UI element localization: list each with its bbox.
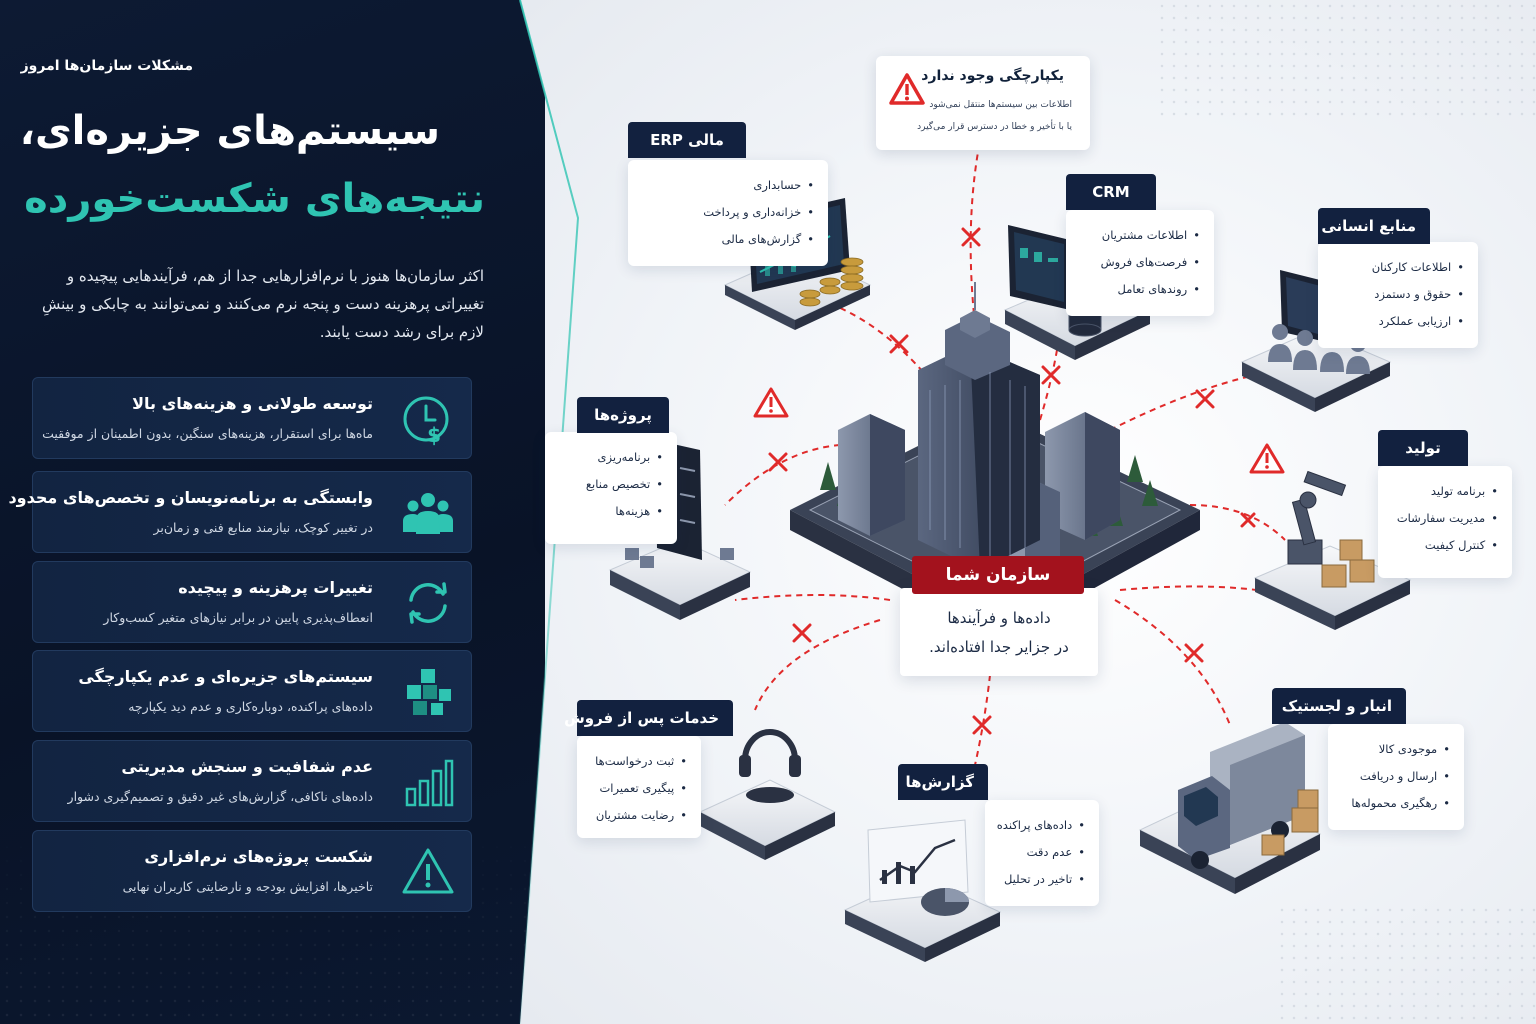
center-card: داده‌ها و فرآیندها در جزایر جدا افتاده‌ا… bbox=[900, 588, 1098, 676]
production-item: برنامه تولید bbox=[1388, 478, 1498, 505]
projects-label: پروژه‌ها bbox=[577, 397, 669, 433]
warehouse-item: ارسال و دریافت bbox=[1338, 763, 1450, 790]
alert-line: اطلاعات بین سیستم‌ها منتقل نمی‌شود bbox=[929, 100, 1072, 110]
hr-card: اطلاعات کارکنان حقوق و دستمزد ارزیابی عم… bbox=[1318, 242, 1478, 348]
puzzle-icon bbox=[407, 669, 451, 715]
hr-item: اطلاعات کارکنان bbox=[1328, 254, 1464, 281]
broken-link-mark bbox=[768, 452, 788, 472]
warning-icon bbox=[753, 387, 789, 418]
service-item: ثبت درخواست‌ها bbox=[587, 748, 687, 775]
problem-card-no-transparency: عدم شفافیت و سنجش مدیریتی داده‌های ناکاف… bbox=[32, 740, 472, 822]
crm-card: اطلاعات مشتریان فرصت‌های فروش روندهای تع… bbox=[1066, 210, 1214, 316]
erp-item: خزانه‌داری و پرداخت bbox=[638, 199, 814, 226]
production-label: تولید bbox=[1378, 430, 1468, 466]
warning-icon bbox=[1249, 443, 1285, 474]
problem-desc: تاخیرها، افزایش بودجه و نارضایتی کاربران… bbox=[122, 879, 373, 894]
erp-item: حسابداری bbox=[638, 172, 814, 199]
erp-item: گزارش‌های مالی bbox=[638, 226, 814, 253]
broken-link-mark bbox=[1041, 365, 1061, 385]
warning-icon bbox=[889, 73, 925, 105]
integration-alert-card: یکپارچگی وجود ندارد اطلاعات بین سیستم‌ها… bbox=[876, 56, 1090, 150]
problem-card-project-failure: شکست پروژه‌های نرم‌افزاری تاخیرها، افزای… bbox=[32, 830, 472, 912]
page-title-line2: نتیجه‌های شکست‌خورده bbox=[24, 176, 485, 222]
broken-link-mark bbox=[889, 334, 909, 354]
reports-item: داده‌های پراکنده bbox=[995, 812, 1085, 839]
projects-item: هزینه‌ها bbox=[555, 498, 663, 525]
projects-item: برنامه‌ریزی bbox=[555, 444, 663, 471]
problem-card-costly-changes: تغییرات پرهزینه و پیچیده انعطاف‌پذیری پا… bbox=[32, 561, 472, 643]
left-panel: مشکلات سازمان‌ها امروز سیستم‌های جزیره‌ا… bbox=[0, 0, 545, 1024]
broken-link-mark bbox=[1240, 512, 1256, 528]
broken-link-mark bbox=[972, 715, 992, 735]
refresh-icon bbox=[409, 582, 447, 624]
problem-card-developer-dependency: وابستگی به برنامه‌نویسان و تخصص‌های محدو… bbox=[8, 471, 472, 553]
hr-label: منابع انسانی bbox=[1318, 208, 1430, 244]
warehouse-item: رهگیری محموله‌ها bbox=[1338, 790, 1450, 817]
center-label: سازمان شما bbox=[912, 556, 1084, 594]
left-panel-eyebrow: مشکلات سازمان‌ها امروز bbox=[20, 58, 193, 74]
problem-title: تغییرات پرهزینه و پیچیده bbox=[178, 578, 373, 597]
warehouse-platform bbox=[1138, 722, 1322, 894]
problem-title: عدم شفافیت و سنجش مدیریتی bbox=[121, 757, 373, 776]
team-icon bbox=[403, 493, 453, 534]
decor-dots bbox=[1156, 0, 1536, 120]
broken-link-mark bbox=[1184, 643, 1204, 663]
reports-item: تاخیر در تحلیل bbox=[995, 866, 1085, 893]
hr-item: حقوق و دستمزد bbox=[1328, 281, 1464, 308]
service-item: رضایت مشتریان bbox=[587, 802, 687, 829]
page-title-line1: سیستم‌های جزیره‌ای، bbox=[19, 108, 440, 154]
reports-label: گزارش‌ها bbox=[898, 764, 988, 800]
service-item: پیگیری تعمیرات bbox=[587, 775, 687, 802]
alert-title: یکپارچگی وجود ندارد bbox=[921, 68, 1064, 84]
erp-card: حسابداری خزانه‌داری و پرداخت گزارش‌های م… bbox=[628, 160, 828, 266]
hr-item: ارزیابی عملکرد bbox=[1328, 308, 1464, 335]
svg-text:$: $ bbox=[427, 423, 441, 446]
problem-card-siloed-systems: سیستم‌های جزیره‌ای و عدم یکپارچگی داده‌ه… bbox=[32, 650, 472, 732]
warehouse-item: موجودی کالا bbox=[1338, 736, 1450, 763]
alert-line: یا با تأخیر و خطا در دسترس قرار می‌گیرد bbox=[917, 122, 1072, 132]
intro-paragraph: اکثر سازمان‌ها هنوز با نرم‌افزارهایی جدا… bbox=[41, 267, 484, 341]
center-line: در جزایر جدا افتاده‌اند. bbox=[929, 638, 1069, 656]
broken-link-mark bbox=[1195, 389, 1215, 409]
bar-chart-icon bbox=[405, 759, 454, 807]
erp-label: مالی ERP bbox=[628, 122, 746, 158]
crm-item: روندهای تعامل bbox=[1076, 276, 1200, 303]
problem-desc: داده‌های ناکافی، گزارش‌های غیر دقیق و تص… bbox=[67, 789, 373, 804]
production-item: مدیریت سفارشات bbox=[1388, 505, 1498, 532]
problem-title: وابستگی به برنامه‌نویسان و تخصص‌های محدو… bbox=[8, 488, 373, 507]
projects-item: تخصیص منابع bbox=[555, 471, 663, 498]
service-card: ثبت درخواست‌ها پیگیری تعمیرات رضایت مشتر… bbox=[577, 736, 701, 838]
reports-platform bbox=[843, 819, 1002, 962]
warning-icon bbox=[402, 848, 454, 894]
service-label: خدمات پس از فروش bbox=[564, 700, 733, 736]
crm-item: اطلاعات مشتریان bbox=[1076, 222, 1200, 249]
center-line: داده‌ها و فرآیندها bbox=[947, 609, 1051, 627]
clock-dollar-icon: $ bbox=[403, 396, 449, 446]
warehouse-card: موجودی کالا ارسال و دریافت رهگیری محموله… bbox=[1328, 724, 1464, 830]
broken-link-mark bbox=[961, 227, 981, 247]
crm-item: فرصت‌های فروش bbox=[1076, 249, 1200, 276]
problem-title: سیستم‌های جزیره‌ای و عدم یکپارچگی bbox=[78, 667, 373, 686]
projects-card: برنامه‌ریزی تخصیص منابع هزینه‌ها bbox=[545, 432, 677, 544]
decor-dots bbox=[1276, 904, 1536, 1024]
problem-desc: در تغییر کوچک، نیازمند منابع فنی و زمان‌… bbox=[153, 520, 373, 535]
problem-title: شکست پروژه‌های نرم‌افزاری bbox=[144, 847, 373, 866]
problem-desc: داده‌های پراکنده، دوباره‌کاری و عدم دید … bbox=[128, 699, 373, 714]
broken-link-mark bbox=[792, 623, 812, 643]
problem-card-long-development: توسعه طولانی و هزینه‌های بالا ماه‌ها برا… bbox=[32, 377, 472, 459]
problem-desc: ماه‌ها برای استقرار، هزینه‌های سنگین، بد… bbox=[42, 426, 373, 441]
production-item: کنترل کیفیت bbox=[1388, 532, 1498, 559]
reports-card: داده‌های پراکنده عدم دقت تاخیر در تحلیل bbox=[985, 800, 1099, 906]
warehouse-label: انبار و لجستیک bbox=[1272, 688, 1406, 724]
reports-item: عدم دقت bbox=[995, 839, 1085, 866]
production-card: برنامه تولید مدیریت سفارشات کنترل کیفیت bbox=[1378, 466, 1512, 578]
service-platform bbox=[698, 729, 837, 860]
problem-desc: انعطاف‌پذیری پایین در برابر نیازهای متغی… bbox=[103, 610, 373, 625]
crm-label: CRM bbox=[1066, 174, 1156, 210]
problem-title: توسعه طولانی و هزینه‌های بالا bbox=[132, 394, 373, 413]
